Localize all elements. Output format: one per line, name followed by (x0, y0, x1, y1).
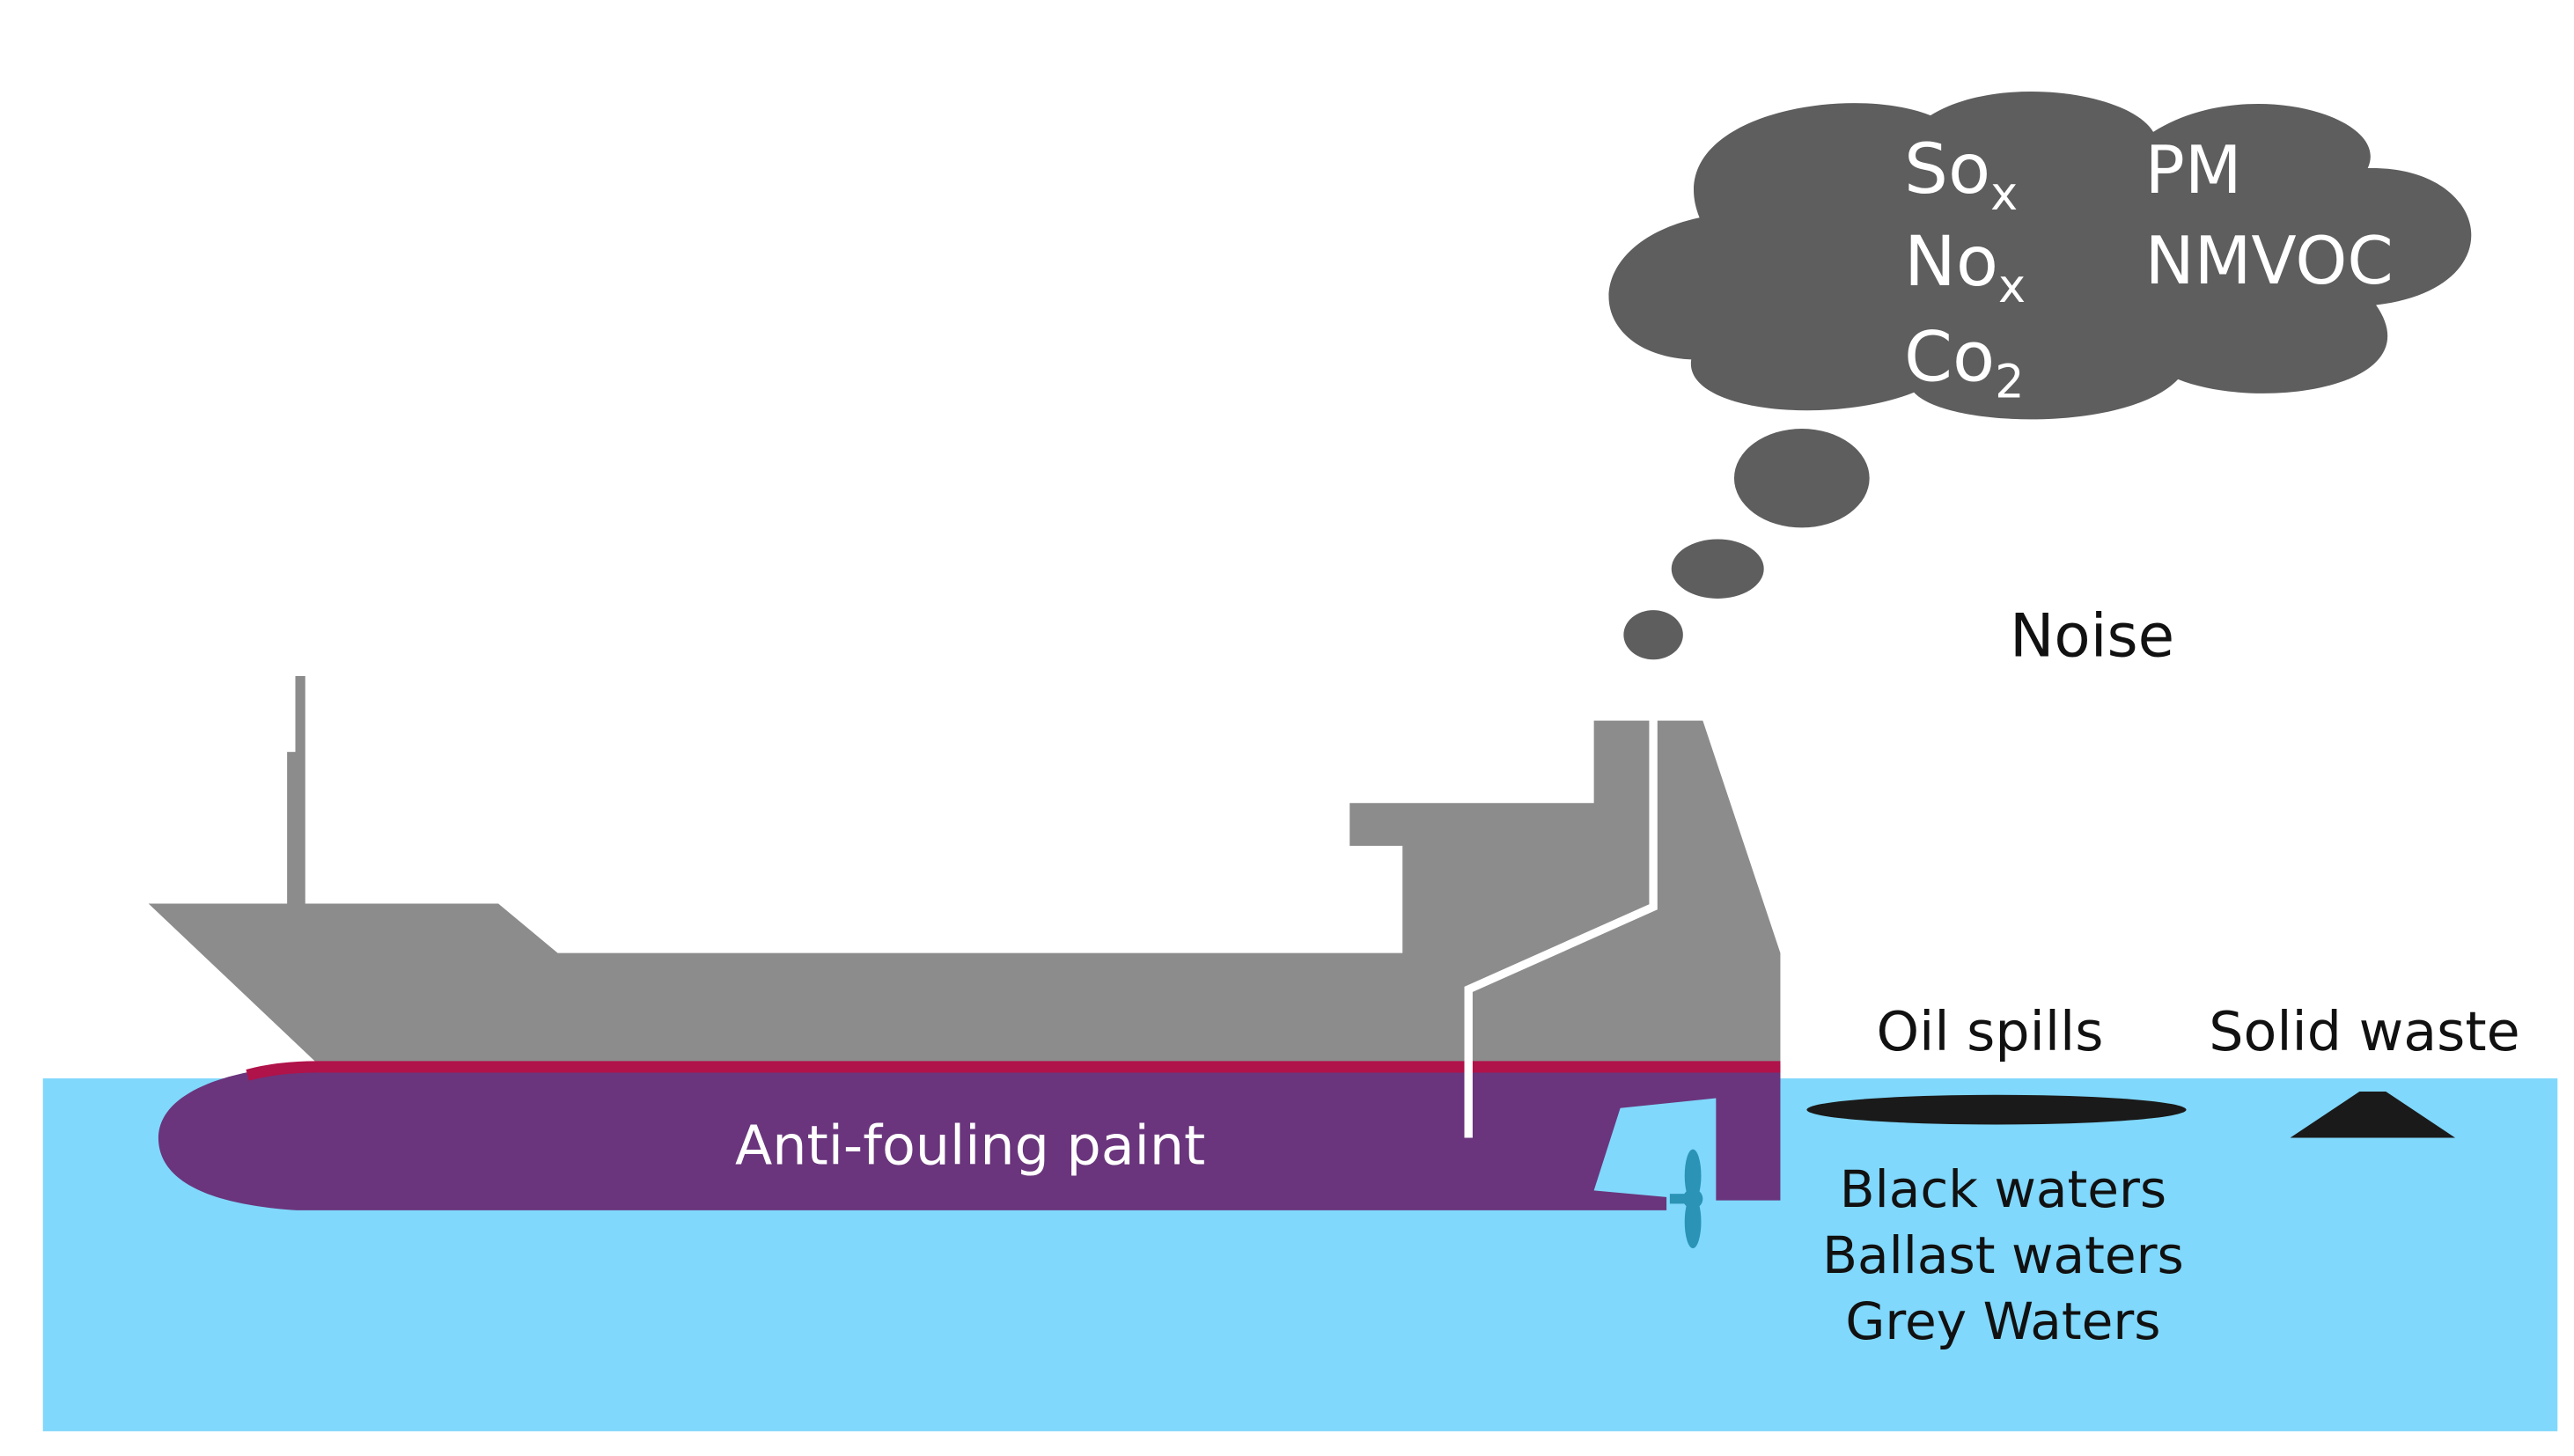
discharge-grey-waters: Grey Waters (1845, 1291, 2160, 1351)
co2-base: Co (1904, 317, 1995, 398)
emission-co2: Co2 (1904, 317, 2025, 409)
ship-hull (158, 1065, 1781, 1210)
anti-fouling-label: Anti-fouling paint (735, 1114, 1205, 1177)
oil-spills-label: Oil spills (1876, 1000, 2103, 1063)
sox-base: So (1904, 129, 1990, 210)
oil-slick (1806, 1094, 2187, 1125)
nox-base: No (1904, 221, 1998, 302)
exhaust-pipe (1464, 667, 1658, 1138)
noise-label: Noise (2010, 601, 2174, 671)
smoke-puff-small (1623, 610, 1683, 660)
emission-pm: PM (2145, 131, 2242, 209)
emission-sox: Sox (1904, 129, 2018, 221)
ship-mast-base (287, 752, 303, 908)
smoke-puff-medium (1671, 539, 1764, 599)
emission-cloud (1608, 91, 2472, 420)
ship-superstructure (148, 720, 1781, 1084)
emission-nox: Nox (1904, 221, 2026, 313)
co2-sub: 2 (1995, 355, 2024, 408)
discharge-ballast-waters: Ballast waters (1822, 1225, 2184, 1285)
smoke-puff-large (1733, 429, 1870, 528)
nox-sub: x (1998, 260, 2026, 313)
propeller-icon (1669, 1149, 1703, 1248)
solid-waste-label: Solid waste (2209, 1000, 2519, 1063)
emission-nmvoc: NMVOC (2145, 222, 2394, 299)
discharge-black-waters: Black waters (1840, 1159, 2166, 1219)
solid-waste-icon (2290, 1092, 2456, 1138)
waterline-stripe (246, 1061, 1781, 1081)
sox-sub: x (1990, 167, 2018, 221)
